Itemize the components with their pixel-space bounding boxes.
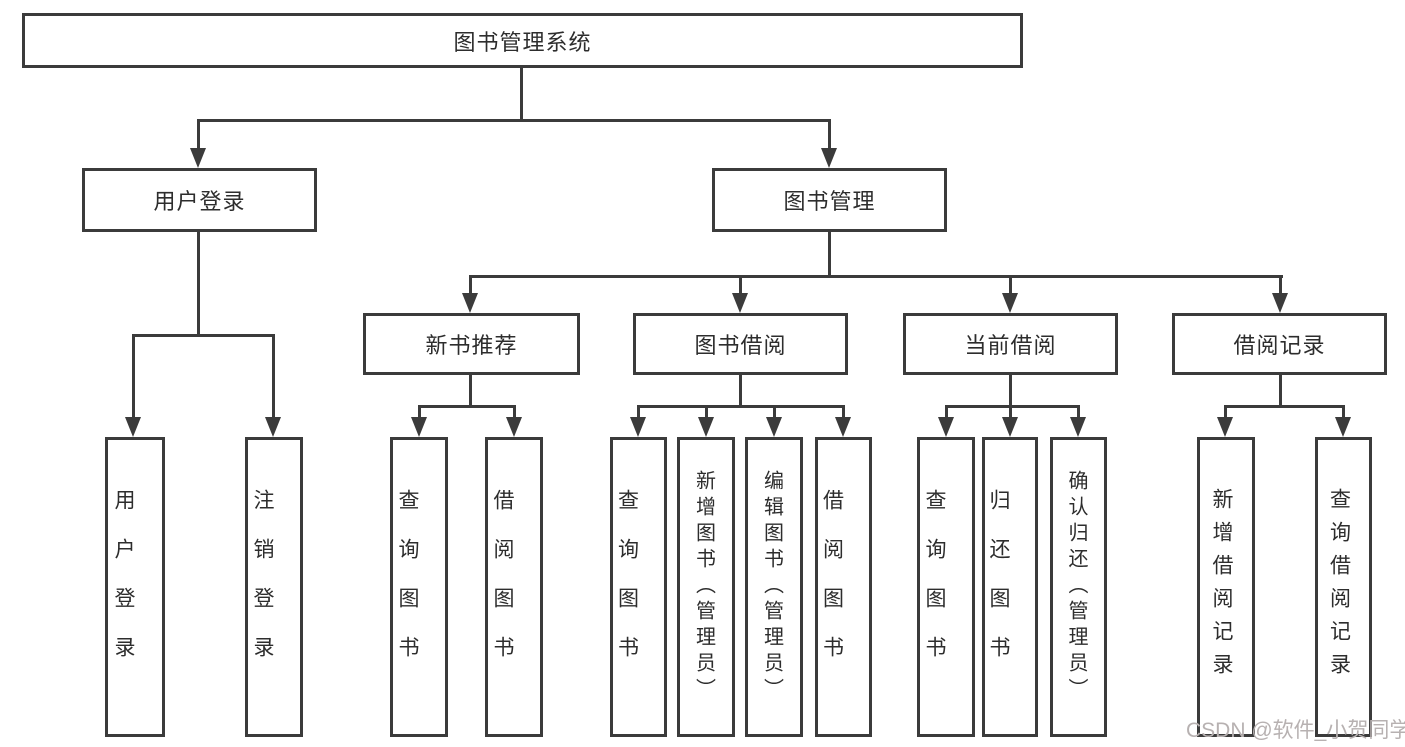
connector-new-book-stem xyxy=(469,375,472,408)
connector-drop-leaf-login xyxy=(132,334,135,418)
connector-book-borrow-stem xyxy=(739,375,742,408)
connector-drop-leaf-logout xyxy=(272,334,275,418)
arrowhead-book-mgmt xyxy=(821,148,837,168)
arrowhead-br-add xyxy=(1217,417,1233,437)
node-book-mgmt: 图书管理 xyxy=(712,168,947,232)
connector-current-borrow-stem xyxy=(1009,375,1012,408)
leaf-current-return-label: 归还图书 xyxy=(987,489,1010,685)
leaf-borrow-edit-admin-label: 编辑图书（管理员） xyxy=(760,470,783,704)
csdn-watermark: CSDN @软件_小贺同学 xyxy=(1186,719,1405,742)
arrowhead-cb-query xyxy=(938,417,954,437)
connector-drop-cb-return xyxy=(1009,405,1012,419)
connector-borrow-record-stem xyxy=(1279,375,1282,408)
connector-level2-hline xyxy=(469,275,1283,278)
connector-root-stem xyxy=(520,68,523,121)
node-book-mgmt-label: 图书管理 xyxy=(783,189,876,214)
leaf-borrow-edit-admin: 编辑图书（管理员） xyxy=(745,437,803,737)
node-book-borrow: 图书借阅 xyxy=(633,313,848,375)
connector-drop-book-borrow xyxy=(739,275,742,295)
node-book-borrow-label: 图书借阅 xyxy=(694,333,787,358)
arrowhead-nb-borrow xyxy=(506,417,522,437)
arrowhead-user-login xyxy=(190,148,206,168)
leaf-newbook-query-label: 查询图书 xyxy=(396,489,419,685)
arrowhead-book-borrow xyxy=(732,293,748,313)
leaf-current-return: 归还图书 xyxy=(982,437,1038,737)
arrowhead-borrow-record xyxy=(1272,293,1288,313)
leaf-newbook-borrow: 借阅图书 xyxy=(485,437,543,737)
node-current-borrow-label: 当前借阅 xyxy=(964,333,1057,358)
leaf-user-login: 用户登录 xyxy=(105,437,165,737)
leaf-record-query: 查询借阅记录 xyxy=(1315,437,1372,737)
connector-drop-bb-query xyxy=(637,405,640,419)
leaf-record-add: 新增借阅记录 xyxy=(1197,437,1255,737)
connector-level1-hline xyxy=(197,119,831,122)
node-new-book-rec-label: 新书推荐 xyxy=(425,333,518,358)
node-root: 图书管理系统 xyxy=(22,13,1023,68)
leaf-current-query: 查询图书 xyxy=(917,437,975,737)
node-borrow-record-label: 借阅记录 xyxy=(1233,333,1326,358)
connector-book-borrow-hline xyxy=(637,405,845,408)
connector-current-borrow-hline xyxy=(945,405,1080,408)
connector-drop-new-book xyxy=(469,275,472,295)
arrowhead-bb-edit xyxy=(766,417,782,437)
connector-drop-bb-add xyxy=(705,405,708,419)
arrowhead-leaf-logout xyxy=(265,417,281,437)
arrowhead-cb-confirm xyxy=(1070,417,1086,437)
leaf-user-login-label: 用户登录 xyxy=(112,489,135,685)
node-borrow-record: 借阅记录 xyxy=(1172,313,1387,375)
connector-drop-nb-borrow xyxy=(513,405,516,419)
leaf-logout: 注销登录 xyxy=(245,437,303,737)
leaf-newbook-query: 查询图书 xyxy=(390,437,448,737)
node-current-borrow: 当前借阅 xyxy=(903,313,1118,375)
leaf-borrow-add-admin-label: 新增图书（管理员） xyxy=(692,470,715,704)
connector-user-login-stem xyxy=(197,232,200,336)
leaf-borrow-borrow-label: 借阅图书 xyxy=(820,489,844,685)
connector-drop-br-add xyxy=(1224,405,1227,419)
connector-drop-nb-query xyxy=(418,405,421,419)
connector-drop-cb-query xyxy=(945,405,948,419)
leaf-newbook-borrow-label: 借阅图书 xyxy=(491,489,514,685)
leaf-current-confirm-admin-label: 确认归还（管理员） xyxy=(1065,470,1087,704)
leaf-borrow-query-label: 查询图书 xyxy=(615,489,639,685)
arrowhead-bb-query xyxy=(630,417,646,437)
leaf-logout-label: 注销登录 xyxy=(251,489,274,685)
connector-drop-bb-borrow xyxy=(842,405,845,419)
connector-book-mgmt-stem xyxy=(828,232,831,278)
arrowhead-br-query xyxy=(1335,417,1351,437)
connector-user-login-hline xyxy=(132,334,275,337)
connector-drop-bb-edit xyxy=(773,405,776,419)
node-user-login: 用户登录 xyxy=(82,168,317,232)
leaf-record-add-label: 新增借阅记录 xyxy=(1210,488,1233,686)
arrowhead-new-book xyxy=(462,293,478,313)
connector-drop-br-query xyxy=(1342,405,1345,419)
leaf-current-query-label: 查询图书 xyxy=(923,489,946,685)
arrowhead-current-borrow xyxy=(1002,293,1018,313)
connector-drop-current-borrow xyxy=(1009,275,1012,295)
arrowhead-cb-return xyxy=(1002,417,1018,437)
node-new-book-rec: 新书推荐 xyxy=(363,313,580,375)
arrowhead-bb-add xyxy=(698,417,714,437)
connector-borrow-record-hline xyxy=(1224,405,1344,408)
leaf-borrow-add-admin: 新增图书（管理员） xyxy=(677,437,735,737)
connector-drop-cb-confirm xyxy=(1077,405,1080,419)
arrowhead-nb-query xyxy=(411,417,427,437)
leaf-borrow-borrow: 借阅图书 xyxy=(815,437,872,737)
leaf-record-query-label: 查询借阅记录 xyxy=(1327,488,1351,686)
node-root-label: 图书管理系统 xyxy=(453,29,592,55)
connector-drop-borrow-record xyxy=(1279,275,1282,295)
connector-drop-user-login xyxy=(197,119,200,150)
connector-new-book-hline xyxy=(418,405,516,408)
connector-drop-book-mgmt xyxy=(828,119,831,150)
leaf-borrow-query: 查询图书 xyxy=(610,437,667,737)
arrowhead-leaf-login xyxy=(125,417,141,437)
node-user-login-label: 用户登录 xyxy=(153,189,246,214)
arrowhead-bb-borrow xyxy=(835,417,851,437)
leaf-current-confirm-admin: 确认归还（管理员） xyxy=(1050,437,1107,737)
